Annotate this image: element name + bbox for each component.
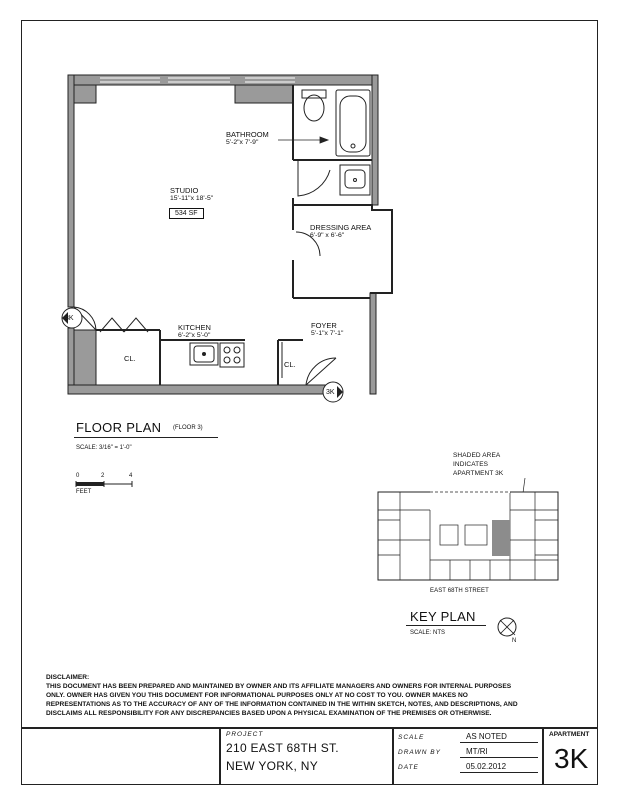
foyer-dims: 5'-1"x 7'-1" (311, 330, 344, 337)
wall-top (67, 74, 379, 86)
drawing-sheet (21, 20, 598, 785)
shaded-note-line: APARTMENT 3K (453, 470, 504, 477)
scale-value: AS NOTED (466, 732, 507, 741)
address-line-2: NEW YORK, NY (226, 759, 319, 773)
address-line-1: 210 EAST 68TH ST. (226, 741, 339, 755)
wall-right-bath (371, 74, 379, 206)
key-plan-diagram (377, 477, 559, 581)
key-plan-scale: SCALE: NTS (410, 630, 446, 636)
disclaimer-line: DISCLAIMS ALL RESPONSIBILITY FOR ANY DIS… (46, 710, 492, 717)
wall-left-upper (67, 74, 75, 308)
disclaimer-line: ONLY. OWNER HAS GIVEN YOU THIS DOCUMENT … (46, 692, 468, 699)
area-box: 534 SF (169, 208, 204, 219)
wall-left-lower (67, 327, 75, 395)
disclaimer-line: THIS DOCUMENT HAS BEEN PREPARED AND MAIN… (46, 683, 512, 690)
bathroom-label: BATHROOM (226, 130, 269, 139)
street-label: EAST 68TH STREET (430, 588, 489, 594)
north-arrow-icon (497, 617, 517, 637)
floor-note: (FLOOR 3) (173, 425, 203, 431)
title-underline (74, 437, 218, 438)
shaded-apartment-area (492, 520, 510, 556)
kitchen-dims: 6'-2"x 5'-0" (178, 332, 211, 339)
scale-tick: 2 (101, 473, 105, 479)
field-underline (460, 742, 538, 743)
apartment-label: APARTMENT (549, 731, 590, 738)
date-value: 05.02.2012 (466, 762, 507, 771)
bathroom-dims: 5'-2"x 7'-9" (226, 139, 259, 146)
drawn-by-value: MT/RI (466, 747, 488, 756)
scale-bar (75, 481, 133, 487)
title-block-divider (542, 727, 544, 785)
closet-label: CL. (284, 360, 296, 369)
wall-bottom (67, 384, 327, 395)
drawn-by-label: DRAWN BY (398, 749, 441, 756)
title-block-divider (392, 727, 394, 785)
studio-dims: 15'-11"x 18'-5" (170, 195, 214, 202)
dressing-dims: 6'-9" x 6'-6" (310, 232, 345, 239)
floor-plan-title: FLOOR PLAN (76, 420, 162, 435)
field-underline (460, 757, 538, 758)
studio-label: STUDIO (170, 186, 199, 195)
unit-tag: 3K (65, 315, 74, 322)
foyer-label: FOYER (311, 321, 337, 330)
key-plan-underline (406, 625, 486, 626)
scale-unit: FEET (76, 489, 92, 495)
key-plan-title: KEY PLAN (410, 609, 476, 624)
apartment-number: 3K (554, 743, 589, 774)
field-underline (460, 772, 538, 773)
disclaimer-line: REPRESENTATIONS AS TO THE ACCURACY OF AN… (46, 701, 518, 708)
date-label: DATE (398, 764, 419, 771)
title-block-divider (219, 727, 221, 785)
closet-label: CL. (124, 354, 136, 363)
scale-label: SCALE (398, 734, 425, 741)
project-label: PROJECT (226, 731, 264, 738)
unit-tag: 3K (326, 389, 335, 396)
shaded-note-line: SHADED AREA (453, 452, 501, 459)
title-block-top-border (21, 727, 598, 729)
kitchen-label: KITCHEN (178, 323, 211, 332)
dressing-label: DRESSING AREA (310, 223, 372, 232)
disclaimer-heading: DISCLAIMER: (46, 674, 90, 681)
scale-tick: 0 (76, 473, 80, 479)
shaded-note-line: INDICATES (453, 461, 489, 468)
scale-tick: 4 (129, 473, 133, 479)
wall-right-lower (369, 292, 377, 395)
north-label: N (512, 638, 517, 644)
floor-plan-scale: SCALE: 3/16" = 1'-0" (76, 445, 132, 451)
